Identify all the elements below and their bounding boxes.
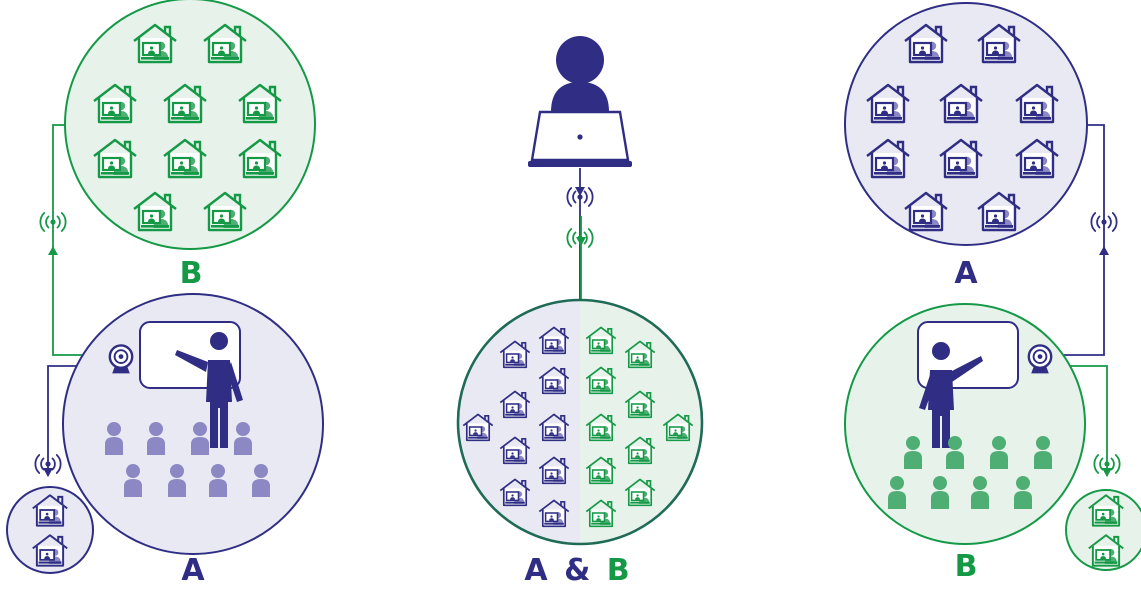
remote-home-cluster-left [6,486,94,574]
center-label-b: B [606,553,630,588]
center-label-a: A [524,553,548,588]
teacher-body [206,360,232,448]
student-icon [931,476,949,509]
arrow-up [48,246,58,255]
teacher-arm [175,350,208,372]
teacher-arm [919,372,935,410]
center-ring [456,298,704,546]
student-icon [888,476,906,509]
student-icon [168,464,186,497]
laptop-base [528,161,632,167]
user-body [551,82,609,112]
arrow-up [1099,246,1109,255]
connector-line [1053,124,1105,356]
center-group-label: A & B [524,556,629,586]
student-icon [147,422,165,455]
laptop-camera [577,134,583,140]
student-icon [990,436,1008,469]
teacher-head [932,342,950,360]
left-top-group-label: B [179,256,203,291]
teacher-arm [227,362,243,402]
student-icon [191,422,209,455]
person-at-laptop-icon [528,36,632,167]
left-bottom-group-label: A [181,553,205,588]
student-icon [105,422,123,455]
home-cluster-b-left [64,0,316,250]
arrow-down [43,468,53,477]
arrow-down [575,187,585,196]
center-label-amp: & [564,553,591,588]
student-icon [209,464,227,497]
teacher-arm [950,356,983,382]
student-icon [971,476,989,509]
student-icon [1034,436,1052,469]
student-icon [1014,476,1032,509]
right-top-group-label: A [954,256,978,291]
teacher-at-whiteboard-icon [175,332,243,448]
right-bottom-group-label: B [954,549,978,584]
student-icon [252,464,270,497]
teacher-at-whiteboard-icon [919,342,983,448]
student-icon [124,464,142,497]
student-icon [904,436,922,469]
student-icon [946,436,964,469]
user-head [556,36,604,84]
arrow-down [1102,468,1112,477]
remote-home-cluster-right [1065,489,1141,571]
connector-line [52,124,108,356]
teacher-head [210,332,228,350]
teacher-body [928,370,954,448]
home-cluster-a-right [844,2,1088,246]
student-icon [234,422,252,455]
